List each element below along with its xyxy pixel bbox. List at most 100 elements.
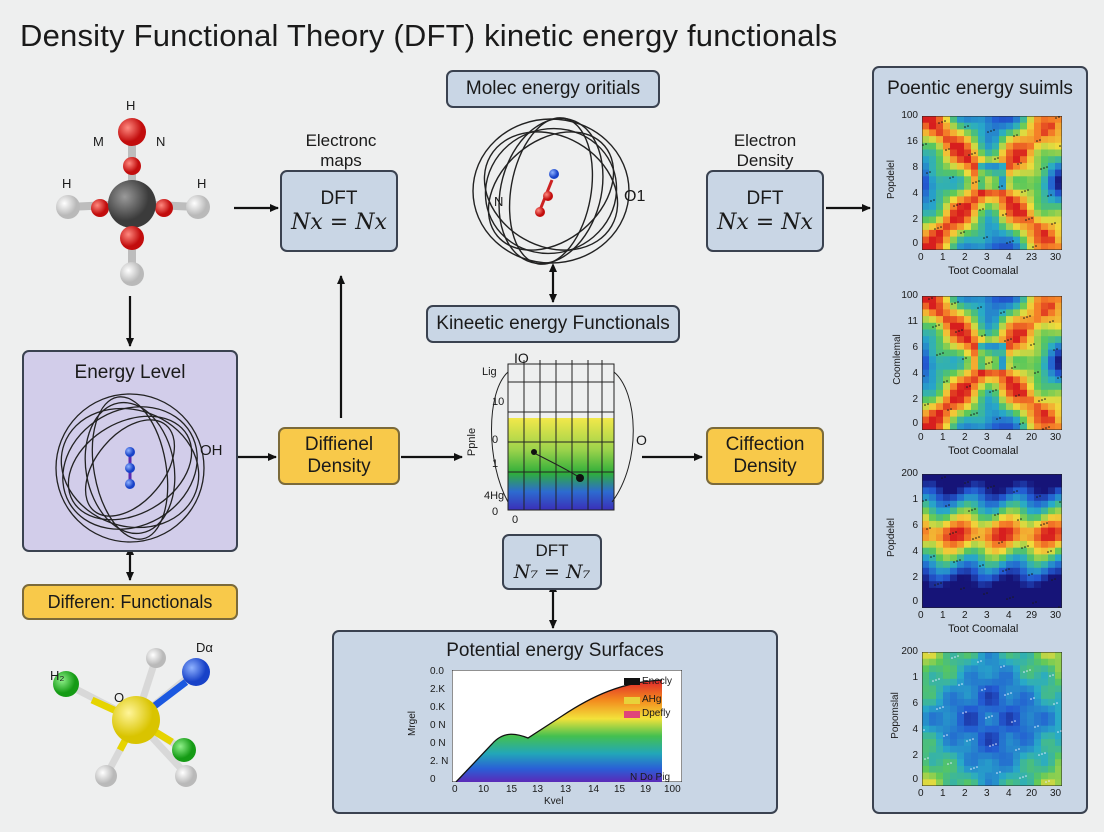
heatmap-y-tick: 2	[912, 214, 918, 225]
surfaces-x-tick: 14	[588, 784, 600, 795]
surfaces-x-tick: 13	[532, 784, 544, 795]
dft-box-title: DFT	[746, 187, 784, 209]
heatmap-y-tick: 0	[912, 238, 918, 249]
surfaces-x-tick: 100	[664, 784, 681, 795]
surfaces-plot	[452, 670, 682, 782]
heatmap-x-tick: 2	[962, 252, 968, 263]
heatmap-y-tick: 1	[912, 494, 918, 505]
atom-label: O	[114, 690, 125, 705]
heatmap-x-tick: 0	[918, 252, 924, 263]
atom-label: Dα	[196, 640, 213, 655]
heatmap-x-tick: 3	[984, 788, 990, 799]
heatmap-y-label: Popdelel	[885, 518, 897, 557]
atom-label: O1	[624, 188, 646, 205]
electron-density-caption: Electron Density	[733, 131, 797, 170]
heatmap-y-tick: 200	[901, 468, 918, 479]
heatmap-y-tick: 16	[906, 136, 918, 147]
chart-top-label: IO	[514, 350, 529, 366]
heatmap-y-tick: 0	[912, 774, 918, 785]
atom-label: H	[197, 176, 207, 191]
heatmap-y-tick: 0	[912, 418, 918, 429]
heatmap-x-label: Toot Coomalal	[948, 265, 1019, 277]
legend-entry: Enecly	[642, 676, 673, 687]
legend-swatch	[624, 697, 640, 704]
dft-box-right: DFT Nx = Nx	[706, 170, 824, 252]
surfaces-x-tick: 13	[560, 784, 572, 795]
atom-label: N	[494, 194, 504, 209]
dft-box-left: DFT Nx = Nx	[280, 170, 398, 252]
heatmap-x-tick: 20	[1026, 788, 1038, 799]
chart-right-label: O	[636, 432, 647, 448]
legend-entry: AHg	[642, 694, 662, 705]
chart-y-tick: 0	[492, 434, 499, 446]
heatmap-x-tick: 4	[1006, 432, 1012, 443]
heatmap-y-tick: 2	[912, 394, 918, 405]
heatmap-x-tick: 1	[940, 788, 946, 799]
heatmap-x-tick: 0	[918, 788, 924, 799]
different-functionals-box: Differen: Functionals	[22, 584, 238, 620]
surfaces-x-label: Kvel	[544, 796, 564, 807]
heatmap-x-tick: 4	[1006, 252, 1012, 263]
heatmap-plot	[922, 116, 1062, 250]
heatmap-x-tick: 2	[962, 610, 968, 621]
surfaces-x-tick: 19	[640, 784, 652, 795]
chart-y-tick: 4Hg	[484, 490, 505, 502]
legend-swatch	[624, 678, 640, 685]
heatmap-y-tick: 6	[912, 698, 918, 709]
surfaces-title: Potential energy Surfaces	[446, 640, 664, 661]
chart-y-tick: 1	[492, 458, 499, 470]
orbitals-header: Molec energy oritials	[446, 70, 660, 108]
heatmap-x-tick: 29	[1026, 610, 1038, 621]
surfaces-y-label: Mrgel	[407, 710, 419, 737]
surfaces-x-tick: 0	[452, 784, 458, 795]
molecule-bottom-diagram	[53, 648, 210, 787]
heatmap-x-tick: 30	[1050, 788, 1062, 799]
legend-entry: Dpefly	[642, 708, 671, 719]
heatmap-x-tick: 30	[1050, 432, 1062, 443]
dft-box-title: DFT	[535, 541, 569, 560]
heatmap-y-tick: 2	[912, 572, 918, 583]
center-chart-plot	[491, 360, 634, 511]
atom-label: H	[126, 98, 136, 113]
surfaces-y-tick: 0.0	[430, 666, 444, 677]
heatmap-y-tick: 0	[912, 596, 918, 607]
heatmap-x-tick: 1	[940, 610, 946, 621]
dft-equation: N₇ = N₇	[513, 561, 591, 583]
surfaces-corner-label: N Do Pig	[630, 772, 671, 783]
atom-label: N	[156, 134, 166, 149]
dft-equation: Nx = Nx	[717, 209, 813, 235]
surfaces-y-tick: 0.K	[430, 702, 446, 713]
heatmap-y-tick: 4	[912, 724, 918, 735]
heatmap-x-tick: 4	[1006, 610, 1012, 621]
diffienel-density-box: Diffienel Density	[278, 427, 400, 485]
heatmap-y-tick: 4	[912, 546, 918, 557]
heatmap-y-label: Popdelel	[885, 160, 897, 199]
heatmap-y-tick: 200	[901, 646, 918, 657]
dft-small-box: DFT N₇ = N₇	[502, 534, 602, 590]
chart-y-tick: 0	[492, 506, 499, 518]
energy-level-box: Energy Level OH	[22, 350, 238, 552]
chart-x-label: 0	[512, 514, 519, 526]
heatmap-y-tick: 8	[912, 162, 918, 173]
kinetic-functionals-box: Kineetic energy Functionals	[426, 305, 680, 343]
heatmap-x-tick: 3	[984, 610, 990, 621]
heatmap-y-tick: 11	[907, 316, 918, 327]
surfaces-y-tick: 2. N	[430, 756, 449, 767]
atom-label: H₂	[50, 668, 65, 683]
heatmap-y-tick: 1	[912, 672, 918, 683]
heatmap-x-tick: 2	[962, 788, 968, 799]
legend-swatch	[624, 711, 640, 718]
heatmap-y-tick: 4	[912, 368, 918, 379]
surfaces-y-tick: 2.K	[430, 684, 446, 695]
page-title: Density Functional Theory (DFT) kinetic …	[20, 18, 838, 53]
molecule-top-diagram	[56, 118, 210, 286]
heatmap-x-tick: 3	[984, 432, 990, 443]
atom-label: M	[93, 134, 104, 149]
heatmap-x-tick: 1	[940, 252, 946, 263]
heatmap-y-tick: 4	[912, 188, 918, 199]
heatmap-x-label: Toot Coomalal	[948, 623, 1019, 635]
heatmap-x-tick: 2	[962, 432, 968, 443]
heatmap-x-tick: 4	[1006, 788, 1012, 799]
ciffection-density-box: Ciffection Density	[706, 427, 824, 485]
